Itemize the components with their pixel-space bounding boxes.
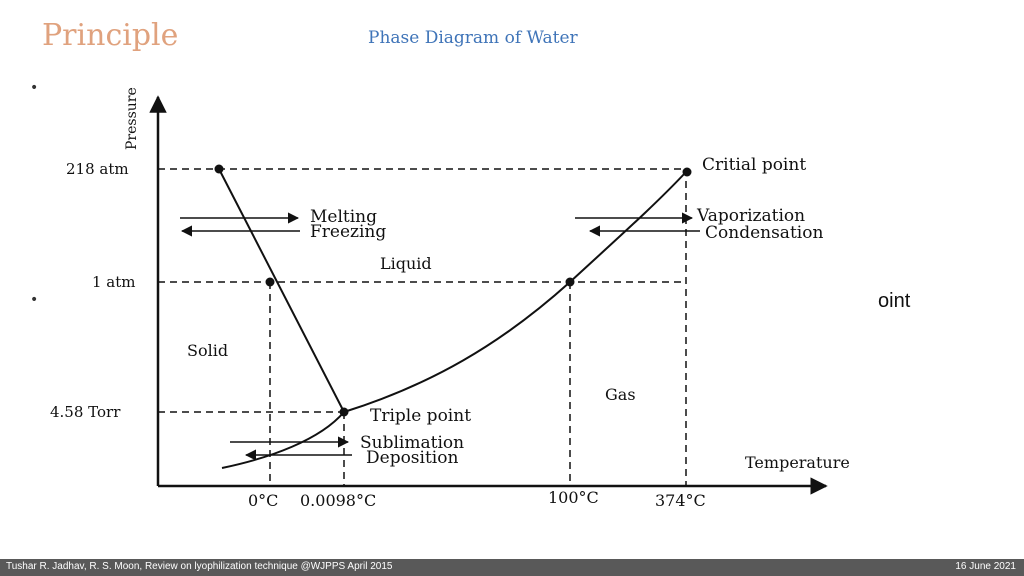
label-triple-point: Triple point xyxy=(370,406,471,426)
region-solid: Solid xyxy=(187,341,228,360)
point-melting-1atm xyxy=(265,277,275,287)
label-critical-point: Critial point xyxy=(702,155,806,175)
solid-liquid-boundary xyxy=(218,168,345,413)
bullet-marker: • xyxy=(30,80,39,96)
tick-0-0098c: 0.0098°C xyxy=(300,491,376,510)
liquid-gas-boundary xyxy=(343,171,687,413)
footer-bar: Tushar R. Jadhav, R. S. Moon, Review on … xyxy=(0,559,1024,576)
tick-0c: 0°C xyxy=(248,491,278,510)
point-boiling-1atm xyxy=(565,277,575,287)
region-gas: Gas xyxy=(605,385,636,404)
point-critical xyxy=(682,167,692,177)
label-condensation: Condensation xyxy=(705,223,823,243)
label-sublimation: Sublimation xyxy=(360,433,464,453)
tick-1-atm: 1 atm xyxy=(92,273,136,291)
y-axis-label: Pressure xyxy=(124,87,140,150)
tick-100c: 100°C xyxy=(548,488,599,507)
label-freezing: Freezing xyxy=(310,222,386,242)
tick-4-58-torr: 4.58 Torr xyxy=(50,403,121,421)
tick-374c: 374°C xyxy=(655,491,706,510)
label-melting: Melting xyxy=(310,207,377,227)
x-axis-label: Temperature xyxy=(745,453,850,472)
label-vaporization: Vaporization xyxy=(696,206,805,226)
region-liquid: Liquid xyxy=(380,254,432,273)
label-deposition: Deposition xyxy=(366,448,458,468)
phase-diagram: Pressure Temperature 218 atm 1 atm 4.58 … xyxy=(50,87,850,510)
footer-citation: Tushar R. Jadhav, R. S. Moon, Review on … xyxy=(6,561,393,572)
point-triple xyxy=(339,407,349,417)
footer-date: 16 June 2021 xyxy=(955,561,1016,572)
solid-gas-boundary xyxy=(221,411,345,469)
bullet-text-fragment: oint xyxy=(878,290,911,312)
bullet-marker: • xyxy=(30,292,39,308)
slide-title: Principle xyxy=(42,18,179,53)
tick-218-atm: 218 atm xyxy=(66,160,129,178)
slide-subtitle: Phase Diagram of Water xyxy=(368,28,578,48)
point-218-atm xyxy=(214,164,224,174)
